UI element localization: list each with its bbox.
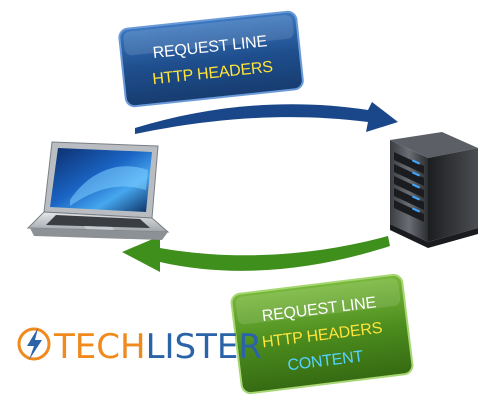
- request-box-background: [118, 10, 304, 108]
- response-arrow-shape: [122, 236, 390, 272]
- server-top: [390, 132, 478, 158]
- request-arrow-shape: [135, 102, 398, 134]
- techlister-logo: TECHLISTER: [17, 327, 262, 367]
- request-message-box: REQUEST LINE HTTP HEADERS: [118, 10, 304, 108]
- laptop-icon: [26, 141, 170, 240]
- server-side: [428, 148, 478, 242]
- logo-text-lister: LISTER: [146, 327, 262, 367]
- request-arrow: [135, 102, 398, 134]
- logo-text-tech: TECH: [53, 327, 146, 367]
- response-box-background: [230, 273, 414, 395]
- response-message-box: REQUEST LINE HTTP HEADERS CONTENT: [230, 273, 414, 395]
- server-tower-icon: [390, 132, 478, 248]
- techlister-logo-text: TECHLISTER: [53, 327, 262, 367]
- techlister-logo-mark: [17, 327, 51, 361]
- response-arrow: [122, 236, 390, 272]
